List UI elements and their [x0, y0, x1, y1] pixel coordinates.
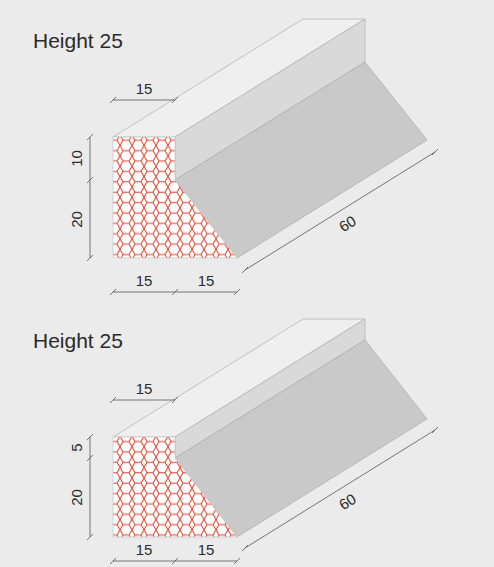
- dimension-value: 15: [136, 273, 153, 288]
- dimension-value: 15: [136, 542, 153, 557]
- dimension-value: 5: [69, 443, 84, 451]
- dimension-value: 20: [69, 211, 84, 228]
- prism-upper: [113, 19, 427, 258]
- dimension-value: 15: [136, 81, 153, 96]
- dimension-value: 20: [69, 489, 84, 506]
- dimension-value: 10: [69, 150, 84, 167]
- figure-title: Height 25: [33, 330, 123, 351]
- dimension-lines: [87, 397, 438, 564]
- figure-title: Height 25: [33, 30, 123, 51]
- dimension-value: 15: [198, 273, 215, 288]
- dimension-value: 15: [136, 381, 153, 396]
- dimension-lines: [87, 97, 438, 295]
- dimension-value: 60: [336, 212, 358, 234]
- dimension-value: 60: [336, 490, 358, 512]
- dimension-value: 15: [198, 542, 215, 557]
- prism-lower: [113, 319, 427, 537]
